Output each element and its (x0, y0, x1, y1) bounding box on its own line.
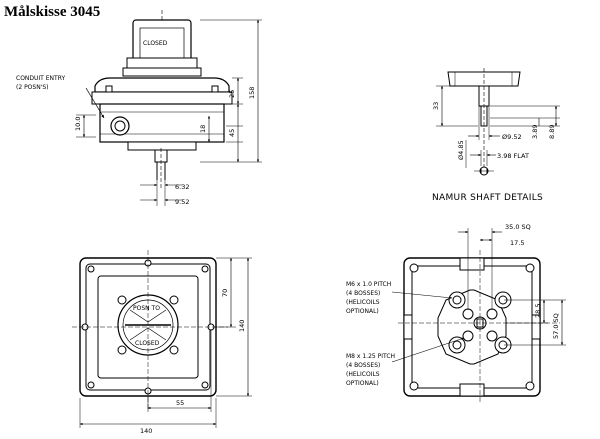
dim-9-52: 9.52 (175, 198, 189, 206)
dim-70: 70 (221, 289, 229, 297)
m6-callout-line1: M6 x 1.0 PITCH (346, 281, 391, 288)
dim-3-98-flat: 3.98 FLAT (497, 152, 529, 160)
dim-17-5: 17.5 (510, 239, 524, 247)
dim-140-horizontal: 140 (140, 427, 152, 435)
posn-to-label: POSN TO (133, 305, 160, 312)
base-view (391, 228, 566, 402)
dim-158: 158 (248, 87, 256, 99)
drawing-title: Målskisse 3045 (4, 4, 101, 20)
namur-section-title: NAMUR SHAFT DETAILS (432, 193, 543, 203)
m8-callout-line4: OPTIONAL) (346, 380, 379, 387)
dim-57-sq: 57.0 SQ (552, 313, 560, 339)
conduit-callout-line2: (2 POSN'S) (16, 84, 49, 91)
side-view (76, 10, 262, 206)
dim-28-5: 28.5 (534, 304, 542, 318)
dim-35-sq: 35.0 SQ (505, 223, 531, 231)
top-view (72, 250, 252, 428)
dim-3-89: 3.89 (531, 125, 539, 139)
m6-callout-line2: (4 BOSSES) (346, 290, 380, 297)
dim-dia-9-52: Ø9.52 (502, 133, 522, 141)
conduit-callout-line1: CONDUIT ENTRY (16, 75, 65, 82)
m8-callout-line2: (4 BOSSES) (346, 362, 380, 369)
dim-140-vertical: 140 (238, 320, 246, 332)
m6-callout-line4: OPTIONAL) (346, 308, 379, 315)
dim-25: 25 (228, 90, 236, 98)
dim-6-32: 6.32 (175, 183, 189, 191)
dim-8-89: 8.89 (548, 125, 556, 139)
m6-callout-line3: (HELICOILS (346, 299, 380, 306)
dim-55: 55 (176, 399, 184, 407)
dim-45: 45 (228, 129, 236, 137)
dim-10: 10.0 (74, 117, 82, 131)
dim-33: 33 (432, 102, 440, 110)
namur-shaft-detail (436, 68, 560, 176)
dim-18: 18 (199, 125, 207, 133)
closed-label: CLOSED (135, 340, 160, 347)
m8-callout-line1: M8 x 1.25 PITCH (346, 353, 395, 360)
m8-callout-line3: (HELICOILS (346, 371, 380, 378)
cap-closed-label: CLOSED (143, 40, 168, 47)
dim-dia-4-85: Ø4.85 (457, 140, 465, 160)
